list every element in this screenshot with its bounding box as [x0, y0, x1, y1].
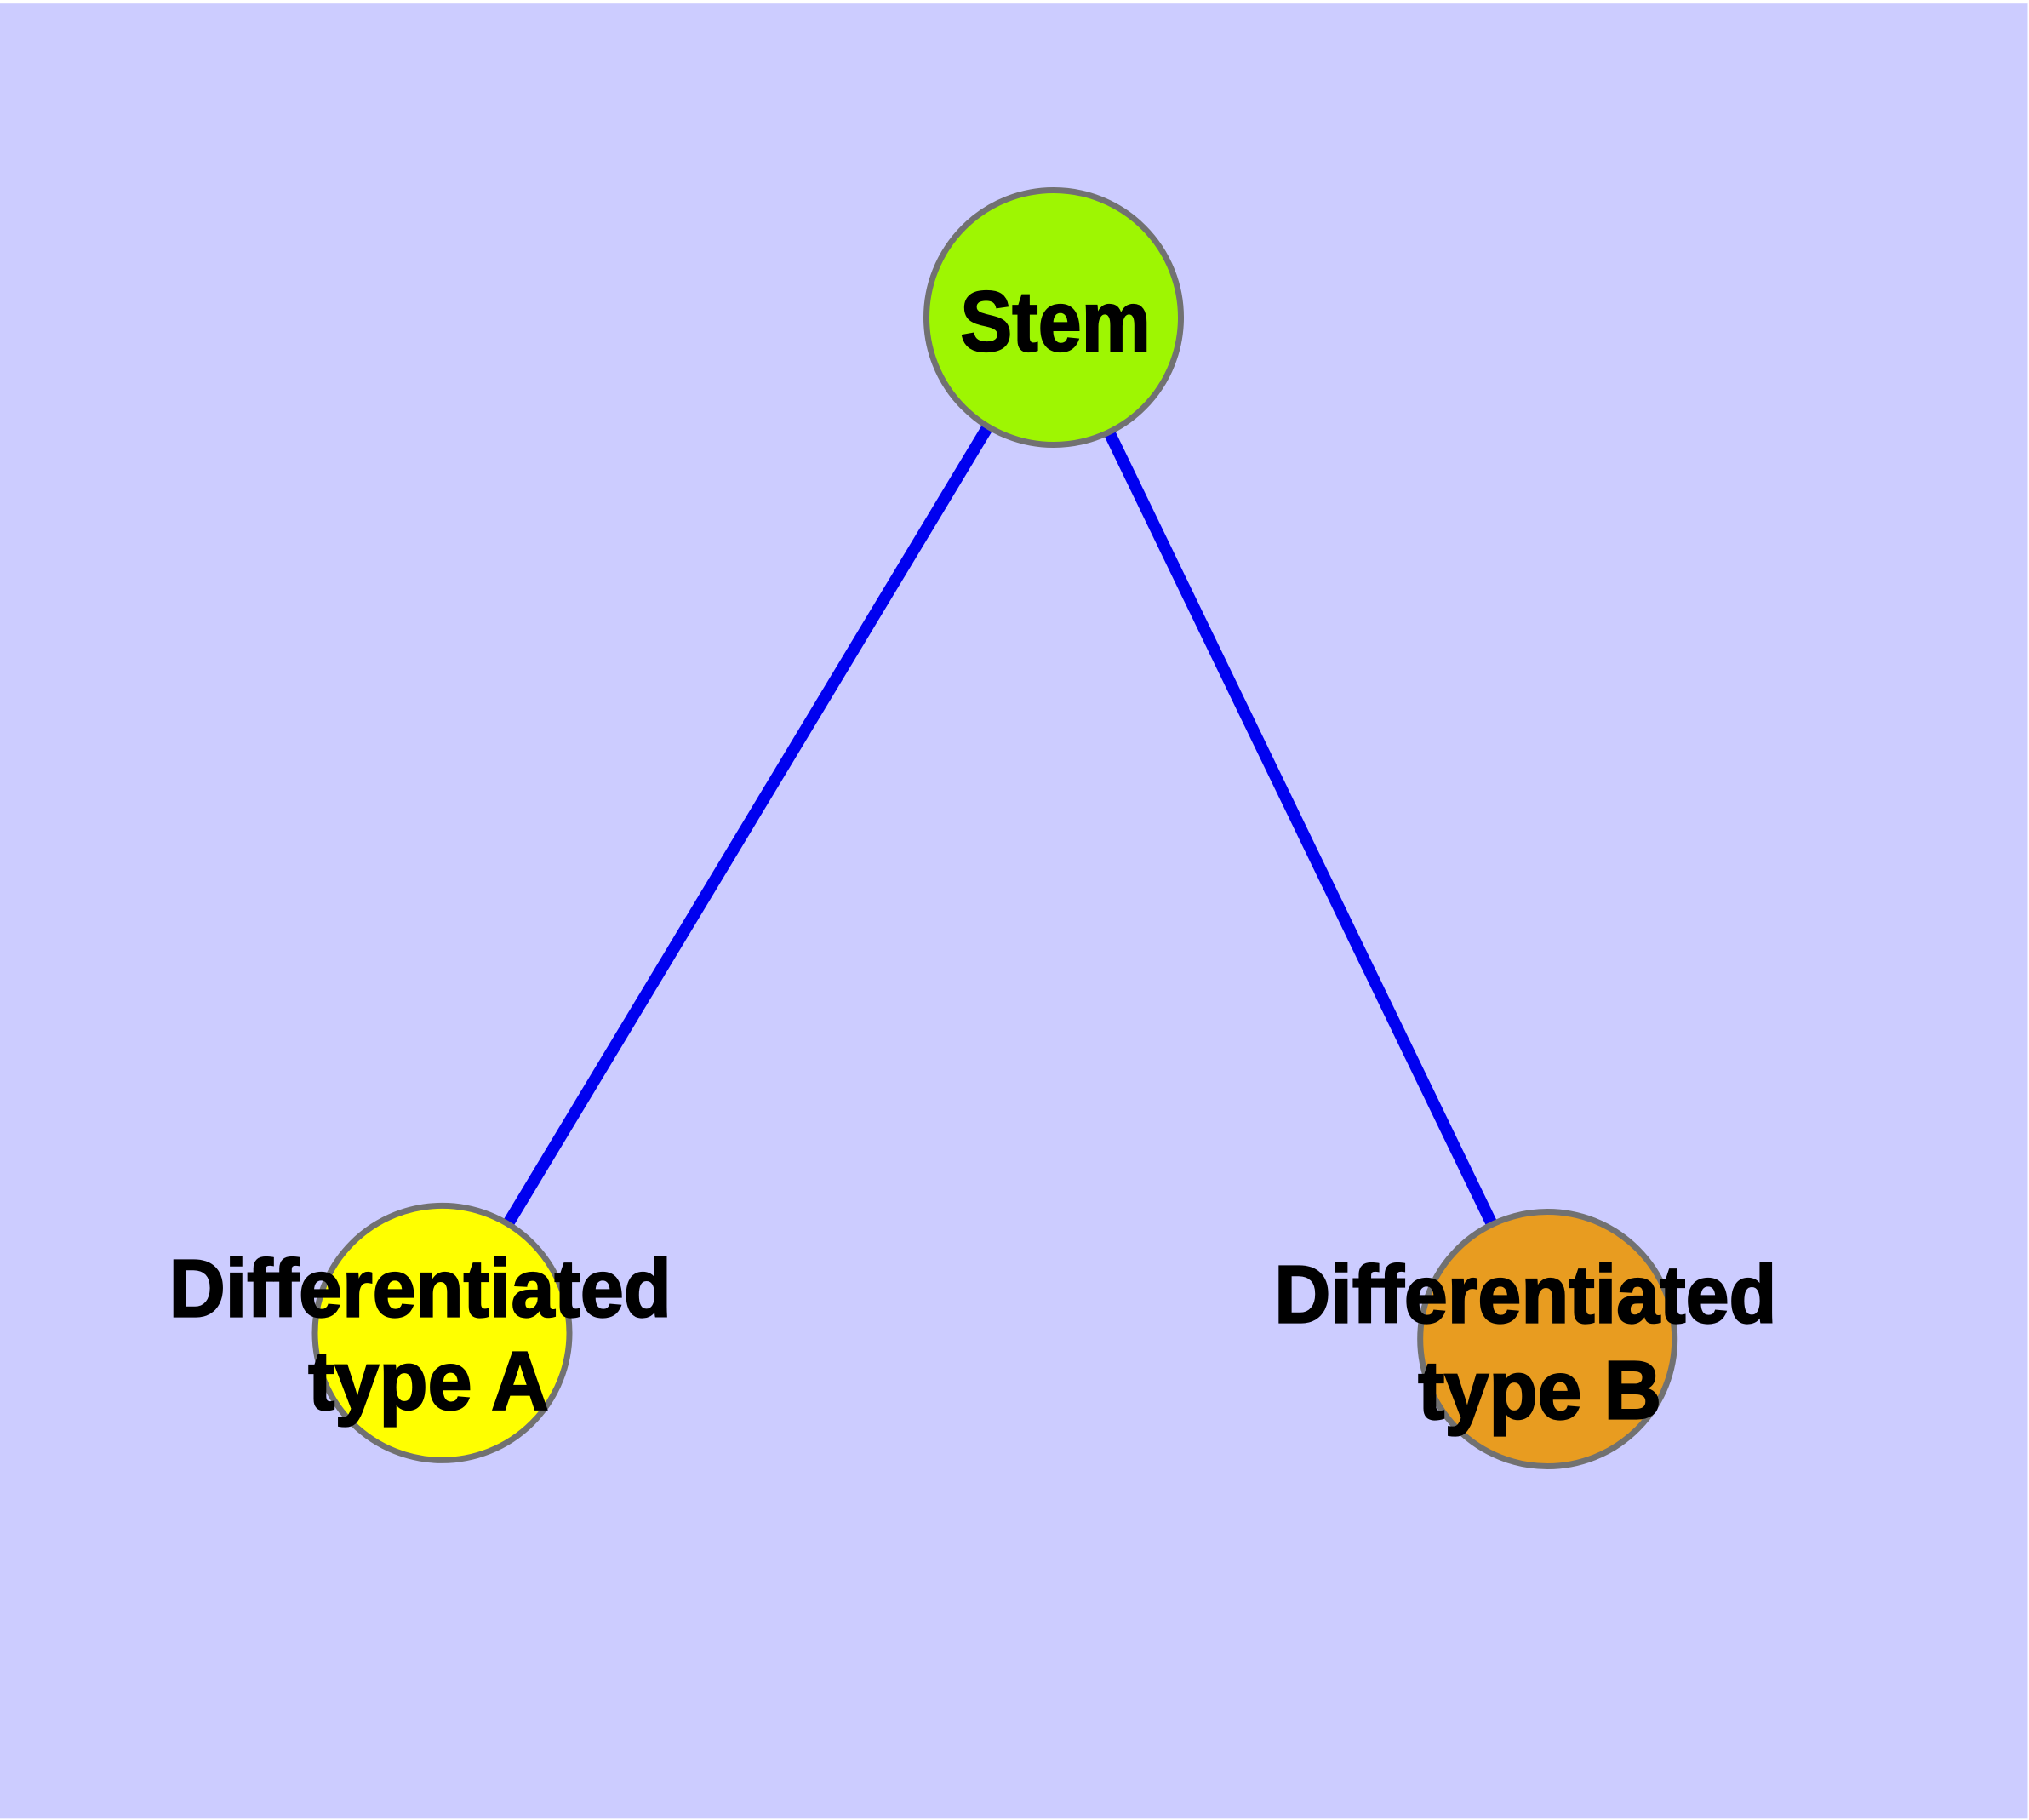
- svg-text:Differentiated: Differentiated: [169, 1242, 672, 1333]
- svg-text:Stem: Stem: [960, 274, 1151, 369]
- svg-text:type A: type A: [308, 1335, 549, 1428]
- svg-text:Differentiated: Differentiated: [1274, 1249, 1776, 1340]
- svg-text:type B: type B: [1418, 1343, 1661, 1436]
